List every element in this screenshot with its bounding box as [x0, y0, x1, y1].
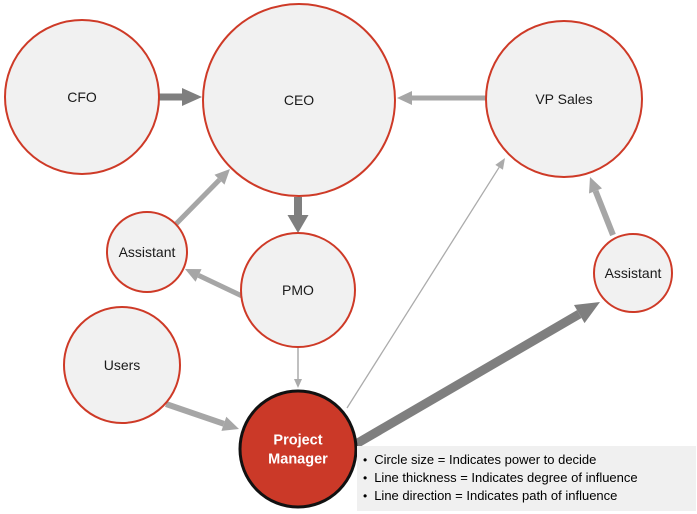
arrowhead-icon	[214, 169, 230, 185]
edge-users-to-project-manager	[165, 401, 239, 431]
arrowhead-icon	[589, 177, 603, 194]
arrowhead-icon	[221, 416, 239, 431]
arrowhead-icon	[287, 215, 309, 233]
edge-project-manager-to-vp-sales	[346, 158, 505, 409]
legend-item-label: Circle size = Indicates power to decide	[374, 452, 597, 467]
node-circle-vp-sales	[485, 20, 643, 178]
edge-project-manager-to-assistant-right	[353, 302, 600, 448]
edge-shaft	[353, 310, 582, 448]
edge-shaft	[592, 189, 616, 237]
bullet-icon: •	[363, 489, 368, 503]
node-circle-assistant-left	[106, 211, 188, 293]
legend-item-label: Line thickness = Indicates degree of inf…	[374, 470, 638, 485]
arrowhead-icon	[185, 269, 202, 282]
node-assistant-right: Assistant	[593, 233, 673, 313]
node-assistant-left: Assistant	[106, 211, 188, 293]
node-circle-cfo	[4, 19, 160, 175]
edge-pmo-to-assistant-left	[185, 269, 244, 299]
arrowhead-icon	[573, 302, 600, 324]
bullet-icon: •	[363, 453, 368, 467]
node-label-users: Users	[104, 357, 141, 373]
legend-item-line-thickness: • Line thickness = Indicates degree of i…	[363, 469, 692, 487]
node-label-ceo: CEO	[284, 92, 314, 108]
arrowhead-icon	[495, 158, 505, 170]
node-label-assistant-left: Assistant	[119, 244, 176, 260]
node-pmo: PMO	[240, 232, 356, 348]
legend-item-circle-size: • Circle size = Indicates power to decid…	[363, 451, 692, 469]
edge-assistant-left-to-ceo	[174, 169, 230, 226]
node-ceo: CEO	[202, 3, 396, 197]
arrowhead-icon	[182, 88, 202, 106]
node-label-assistant-right: Assistant	[605, 265, 662, 281]
node-label-vp-sales: VP Sales	[535, 91, 592, 107]
edge-cfo-to-ceo	[159, 88, 202, 106]
node-cfo: CFO	[4, 19, 160, 175]
node-circle-project-manager	[238, 389, 358, 509]
edge-assistant-right-to-vp-sales	[589, 177, 616, 237]
edge-shaft	[197, 273, 244, 299]
edge-shaft	[165, 401, 225, 427]
bullet-icon: •	[363, 471, 368, 485]
edge-pmo-to-project-manager	[294, 348, 302, 388]
edge-ceo-to-pmo	[287, 197, 309, 233]
node-vp-sales: VP Sales	[485, 20, 643, 178]
arrowhead-icon	[294, 379, 302, 388]
legend-item-label: Line direction = Indicates path of influ…	[374, 488, 618, 503]
node-label-cfo: CFO	[67, 89, 97, 105]
node-circle-users	[63, 306, 181, 424]
node-circle-assistant-right	[593, 233, 673, 313]
node-circle-pmo	[240, 232, 356, 348]
arrowhead-icon	[397, 91, 412, 105]
edge-shaft	[346, 166, 500, 409]
node-circle-ceo	[202, 3, 396, 197]
legend: • Circle size = Indicates power to decid…	[357, 446, 696, 511]
node-label-pmo: PMO	[282, 282, 314, 298]
edge-vp-sales-to-ceo	[397, 91, 486, 105]
legend-item-line-direction: • Line direction = Indicates path of inf…	[363, 487, 692, 505]
edge-shaft	[174, 177, 222, 226]
node-users: Users	[63, 306, 181, 424]
